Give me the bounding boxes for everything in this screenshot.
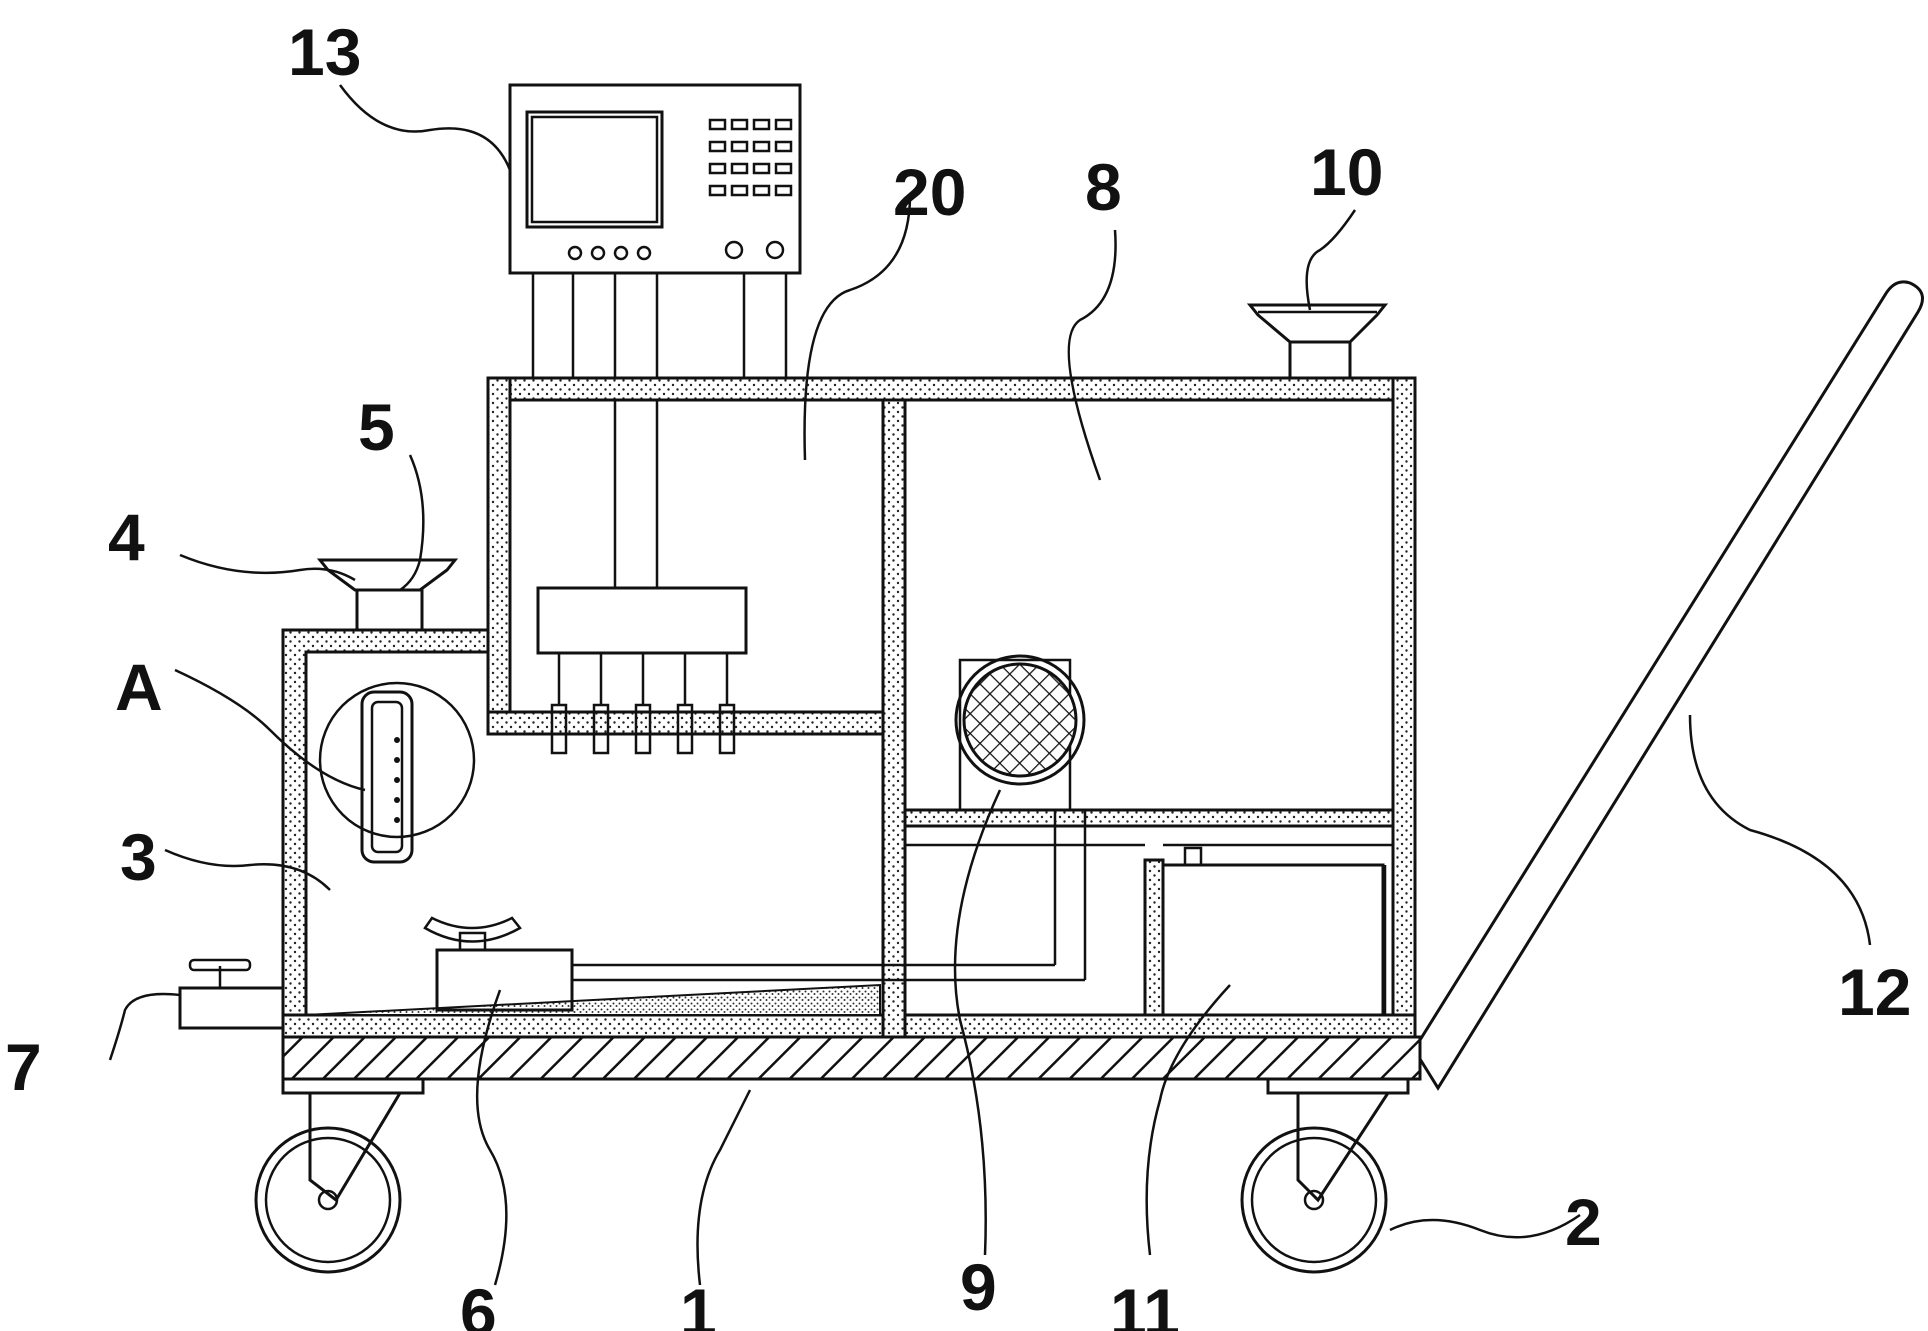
spray-manifold bbox=[536, 400, 748, 755]
part-labels: 13 20 8 10 5 4 A 3 7 6 1 9 11 2 12 bbox=[5, 15, 1911, 1331]
label-11: 11 bbox=[1110, 1275, 1180, 1331]
battery-box bbox=[905, 843, 1393, 1017]
label-7: 7 bbox=[5, 1030, 42, 1104]
label-6: 6 bbox=[460, 1275, 497, 1331]
label-8: 8 bbox=[1085, 150, 1122, 224]
button-grid bbox=[708, 118, 793, 197]
label-A: A bbox=[115, 650, 163, 724]
label-1: 1 bbox=[680, 1275, 717, 1331]
level-gauge bbox=[318, 681, 476, 864]
pump bbox=[423, 916, 1085, 1012]
label-2: 2 bbox=[1565, 1185, 1602, 1259]
leader-lines bbox=[108, 84, 1872, 1286]
left-tank bbox=[281, 628, 885, 1039]
right-caster bbox=[1240, 1077, 1410, 1274]
drain-valve bbox=[178, 958, 285, 1030]
top-funnel bbox=[1246, 303, 1389, 380]
label-9: 9 bbox=[960, 1250, 997, 1324]
push-handle bbox=[1418, 280, 1924, 1091]
fan bbox=[954, 654, 1087, 980]
base-plate bbox=[281, 1035, 1422, 1081]
label-5: 5 bbox=[358, 390, 395, 464]
label-10: 10 bbox=[1310, 135, 1383, 209]
label-20: 20 bbox=[893, 155, 966, 229]
label-13: 13 bbox=[288, 15, 361, 89]
upper-box bbox=[486, 376, 1417, 1039]
label-3: 3 bbox=[120, 820, 157, 894]
inlet-funnel bbox=[316, 558, 459, 632]
left-caster bbox=[254, 1077, 425, 1274]
label-4: 4 bbox=[108, 500, 145, 574]
control-unit bbox=[508, 83, 802, 378]
label-12: 12 bbox=[1838, 955, 1911, 1029]
